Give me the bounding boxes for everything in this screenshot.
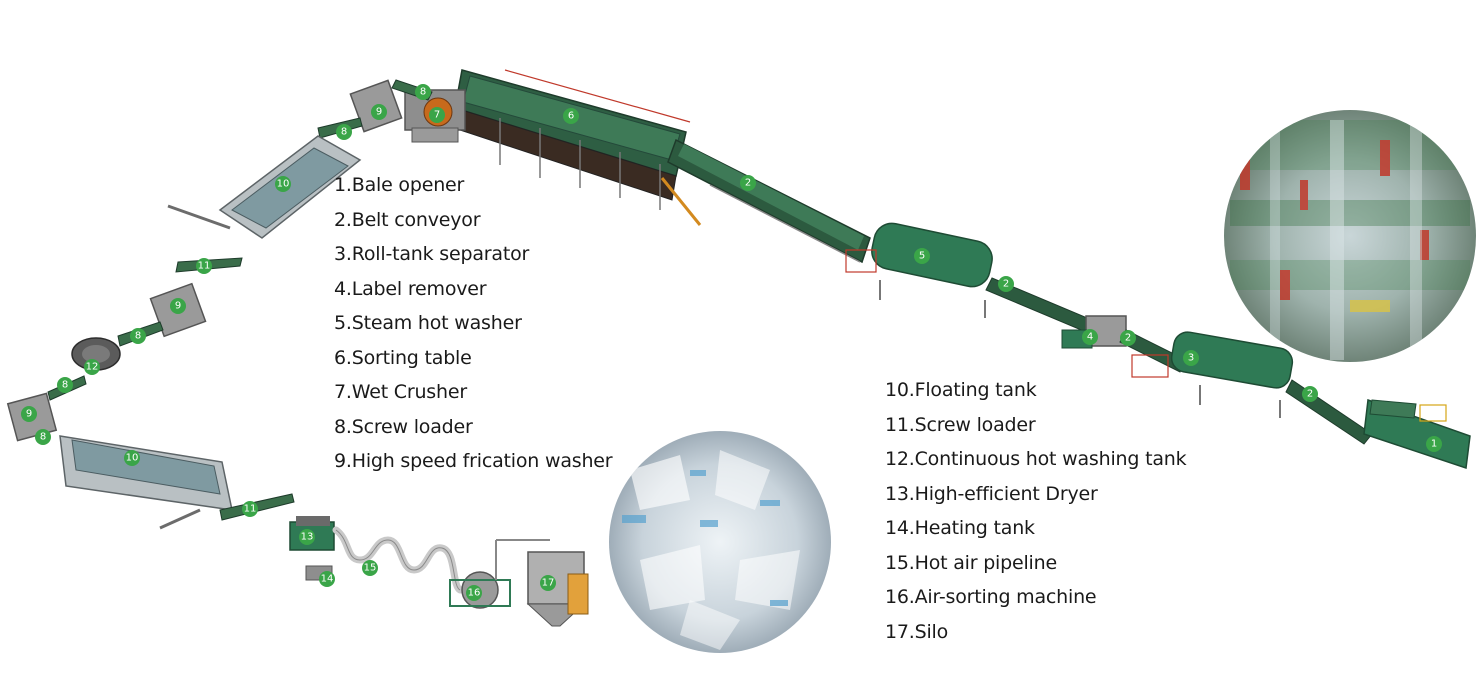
legend-item: 14.Heating tank bbox=[885, 517, 1035, 539]
marker-2: 2 bbox=[998, 276, 1014, 292]
legend-item: 10.Floating tank bbox=[885, 379, 1037, 401]
legend-item: 4.Label remover bbox=[334, 277, 487, 300]
marker-11: 11 bbox=[242, 501, 258, 517]
marker-6: 6 bbox=[563, 108, 579, 124]
legend-item: 16.Air-sorting machine bbox=[885, 586, 1097, 608]
continuous-hot-washing-tank bbox=[71, 337, 121, 371]
marker-16: 16 bbox=[466, 585, 482, 601]
marker-10: 10 bbox=[124, 450, 140, 466]
belt-conveyor-main bbox=[667, 138, 871, 264]
svg-text:2: 2 bbox=[1125, 333, 1131, 344]
marker-8: 8 bbox=[57, 377, 73, 393]
legend-item: 15.Hot air pipeline bbox=[885, 551, 1057, 574]
svg-text:15: 15 bbox=[364, 563, 377, 574]
svg-text:10: 10 bbox=[126, 453, 139, 464]
svg-text:2: 2 bbox=[1003, 279, 1009, 290]
marker-7: 7 bbox=[429, 107, 445, 123]
svg-text:13: 13 bbox=[301, 532, 314, 543]
svg-text:2: 2 bbox=[1307, 389, 1313, 400]
roll-tank-separator-machine bbox=[1131, 331, 1294, 418]
belt-conveyor-4 bbox=[1285, 379, 1373, 445]
marker-8: 8 bbox=[130, 328, 146, 344]
svg-text:2: 2 bbox=[745, 178, 751, 189]
marker-11: 11 bbox=[196, 258, 212, 274]
svg-text:17: 17 bbox=[542, 578, 555, 589]
svg-text:4: 4 bbox=[1087, 332, 1093, 343]
legend-item: 13.High-efficient Dryer bbox=[885, 482, 1098, 505]
svg-text:6: 6 bbox=[568, 111, 574, 122]
marker-10: 10 bbox=[275, 176, 291, 192]
floating-tank-lower bbox=[59, 435, 233, 530]
legend-item: 9.High speed frication washer bbox=[334, 450, 613, 472]
legend-item: 6.Sorting table bbox=[334, 346, 472, 369]
marker-9: 9 bbox=[371, 104, 387, 120]
marker-17: 17 bbox=[540, 575, 556, 591]
steam-hot-washer-machine bbox=[845, 222, 993, 318]
marker-13: 13 bbox=[299, 529, 315, 545]
marker-8: 8 bbox=[336, 124, 352, 140]
dryer-machine bbox=[289, 516, 335, 551]
legend-item: 17.Silo bbox=[885, 620, 949, 643]
pet-flakes-photo bbox=[609, 431, 831, 653]
number-markers: 1 2 2 2 2 3 4 5 6 7 8 8 8 8 8 9 9 9 10 1… bbox=[21, 84, 1442, 601]
svg-text:12: 12 bbox=[86, 362, 99, 373]
svg-text:11: 11 bbox=[198, 261, 211, 272]
marker-1: 1 bbox=[1426, 436, 1442, 452]
marker-5: 5 bbox=[914, 248, 930, 264]
svg-text:5: 5 bbox=[919, 251, 925, 262]
marker-15: 15 bbox=[362, 560, 378, 576]
svg-text:9: 9 bbox=[175, 301, 181, 312]
svg-text:16: 16 bbox=[468, 588, 481, 599]
floating-tank-upper bbox=[167, 135, 362, 239]
svg-text:14: 14 bbox=[321, 574, 334, 585]
marker-3: 3 bbox=[1183, 350, 1199, 366]
marker-2: 2 bbox=[1302, 386, 1318, 402]
svg-text:8: 8 bbox=[40, 432, 46, 443]
svg-text:3: 3 bbox=[1188, 353, 1194, 364]
svg-text:1: 1 bbox=[1431, 439, 1437, 450]
legend-item: 8.Screw loader bbox=[334, 415, 473, 438]
svg-text:7: 7 bbox=[434, 110, 440, 121]
legend-item: 2.Belt conveyor bbox=[334, 208, 481, 231]
legend-item: 7.Wet Crusher bbox=[334, 381, 467, 403]
marker-12: 12 bbox=[84, 359, 100, 375]
svg-text:8: 8 bbox=[341, 127, 347, 138]
svg-text:11: 11 bbox=[244, 504, 257, 515]
marker-2: 2 bbox=[740, 175, 756, 191]
legend-item: 1.Bale opener bbox=[334, 174, 465, 196]
legend-right: 10.Floating tank 11.Screw loader 12.Cont… bbox=[885, 373, 1187, 649]
legend-item: 12.Continuous hot washing tank bbox=[885, 448, 1187, 470]
marker-14: 14 bbox=[319, 571, 335, 587]
svg-text:8: 8 bbox=[62, 380, 68, 391]
legend-item: 3.Roll-tank separator bbox=[334, 243, 530, 265]
marker-9: 9 bbox=[21, 406, 37, 422]
svg-text:8: 8 bbox=[420, 87, 426, 98]
silo-machine bbox=[526, 551, 589, 627]
bale-opener-machine bbox=[1363, 398, 1471, 470]
svg-text:8: 8 bbox=[135, 331, 141, 342]
marker-2: 2 bbox=[1120, 330, 1136, 346]
svg-text:9: 9 bbox=[376, 107, 382, 118]
marker-4: 4 bbox=[1082, 329, 1098, 345]
legend-left: 1.Bale opener 2.Belt conveyor 3.Roll-tan… bbox=[334, 168, 613, 479]
marker-8: 8 bbox=[415, 84, 431, 100]
legend-item: 11.Screw loader bbox=[885, 413, 1036, 436]
marker-9: 9 bbox=[170, 298, 186, 314]
hot-air-pipeline bbox=[332, 526, 464, 594]
svg-text:10: 10 bbox=[277, 179, 290, 190]
bottle-bales-photo bbox=[1224, 110, 1476, 362]
svg-text:9: 9 bbox=[26, 409, 32, 420]
legend-item: 5.Steam hot washer bbox=[334, 312, 522, 334]
marker-8: 8 bbox=[35, 429, 51, 445]
